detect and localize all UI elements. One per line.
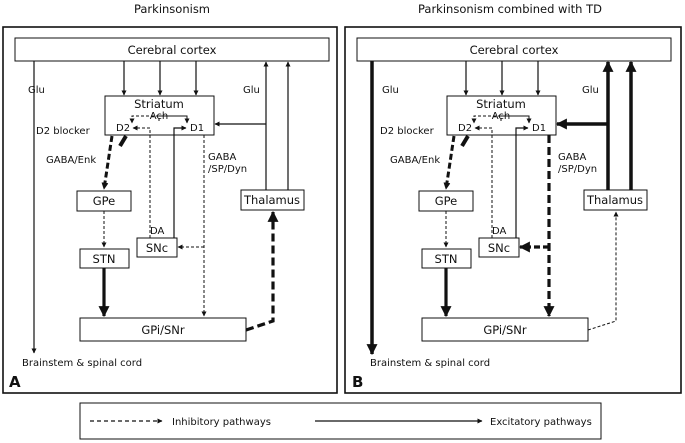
snc-label: SNc bbox=[146, 241, 168, 255]
panel-b-letter: B bbox=[352, 373, 363, 391]
striatum-label: Striatum bbox=[476, 97, 526, 111]
gaba-sp-label-1: GABA bbox=[558, 152, 586, 163]
inhibitory-legend-label: Inhibitory pathways bbox=[172, 417, 271, 428]
brainstem-label: Brainstem & spinal cord bbox=[370, 358, 490, 369]
gaba-sp-label-2: /SP/Dyn bbox=[208, 164, 247, 175]
d2-label: D2 bbox=[116, 123, 130, 134]
gpe-label: GPe bbox=[435, 194, 458, 208]
d2-blocker-mark bbox=[118, 134, 128, 148]
d2-label: D2 bbox=[458, 123, 472, 134]
d1-label: D1 bbox=[532, 123, 546, 134]
snc-to-d1-arrow bbox=[173, 125, 187, 238]
thalamus-box bbox=[240, 189, 305, 211]
snc-label: SNc bbox=[488, 241, 510, 255]
thalamus-label: Thalamus bbox=[586, 193, 643, 207]
d1-label: D1 bbox=[190, 123, 204, 134]
panel-a: Parkinsonism Cerebral cortex Striatum Ac… bbox=[2, 2, 338, 394]
glu-right-label: Glu bbox=[582, 85, 599, 96]
brainstem-label: Brainstem & spinal cord bbox=[22, 358, 142, 369]
snc-to-d2-arrow bbox=[474, 125, 493, 238]
ach-to-d2-arrow bbox=[129, 115, 160, 124]
gpi-label: GPi/SNr bbox=[483, 323, 527, 337]
stn-label: STN bbox=[93, 252, 116, 266]
gaba-enk-label: GABA/Enk bbox=[390, 155, 440, 166]
panel-b-frame bbox=[344, 26, 682, 394]
panel-b-title: Parkinsonism combined with TD bbox=[418, 2, 602, 16]
d2-to-gpe-arrow bbox=[443, 135, 456, 190]
panel-a-frame bbox=[2, 26, 338, 394]
d2-blocker-label: D2 blocker bbox=[36, 126, 91, 137]
cortex-label: Cerebral cortex bbox=[470, 43, 559, 57]
da-label: DA bbox=[150, 226, 165, 237]
ach-to-d1-arrow bbox=[501, 115, 532, 124]
snc-to-d1-arrow bbox=[515, 125, 529, 238]
cortex-label: Cerebral cortex bbox=[128, 43, 217, 57]
panel-b: Parkinsonism combined with TD Cerebral c… bbox=[344, 2, 682, 394]
snc-to-d2-arrow bbox=[132, 125, 151, 238]
cortex-box bbox=[356, 37, 672, 62]
d2-to-gpe-arrow bbox=[101, 135, 114, 190]
d2-blocker-mark bbox=[460, 134, 470, 148]
d2-blocker-label: D2 blocker bbox=[380, 126, 435, 137]
stn-label: STN bbox=[435, 252, 458, 266]
panel-a-pathways bbox=[31, 61, 291, 354]
gaba-enk-label: GABA/Enk bbox=[46, 155, 96, 166]
glu-left-label: Glu bbox=[28, 85, 45, 96]
ach-to-d1-arrow bbox=[159, 115, 190, 124]
panel-a-title: Parkinsonism bbox=[134, 2, 210, 16]
snc-box bbox=[136, 237, 178, 258]
cortex-box bbox=[14, 37, 330, 62]
ach-to-d2-arrow bbox=[471, 115, 502, 124]
legend: Inhibitory pathways Excitatory pathways bbox=[79, 402, 602, 440]
da-label: DA bbox=[492, 226, 507, 237]
gpi-to-thalamus-arrow bbox=[587, 211, 619, 331]
gpe-label: GPe bbox=[93, 194, 116, 208]
striatum-label: Striatum bbox=[134, 97, 184, 111]
thalamus-label: Thalamus bbox=[243, 193, 300, 207]
gaba-sp-label-1: GABA bbox=[208, 152, 236, 163]
excitatory-legend-label: Excitatory pathways bbox=[490, 417, 592, 428]
glu-left-label: Glu bbox=[382, 85, 399, 96]
glu-right-label: Glu bbox=[243, 85, 260, 96]
panel-a-letter: A bbox=[9, 373, 21, 391]
gpi-to-thalamus-arrow bbox=[245, 210, 279, 332]
gaba-sp-label-2: /SP/Dyn bbox=[558, 164, 597, 175]
thalamus-box bbox=[583, 189, 648, 211]
gpi-label: GPi/SNr bbox=[141, 323, 185, 337]
panel-b-pathways bbox=[366, 60, 637, 356]
